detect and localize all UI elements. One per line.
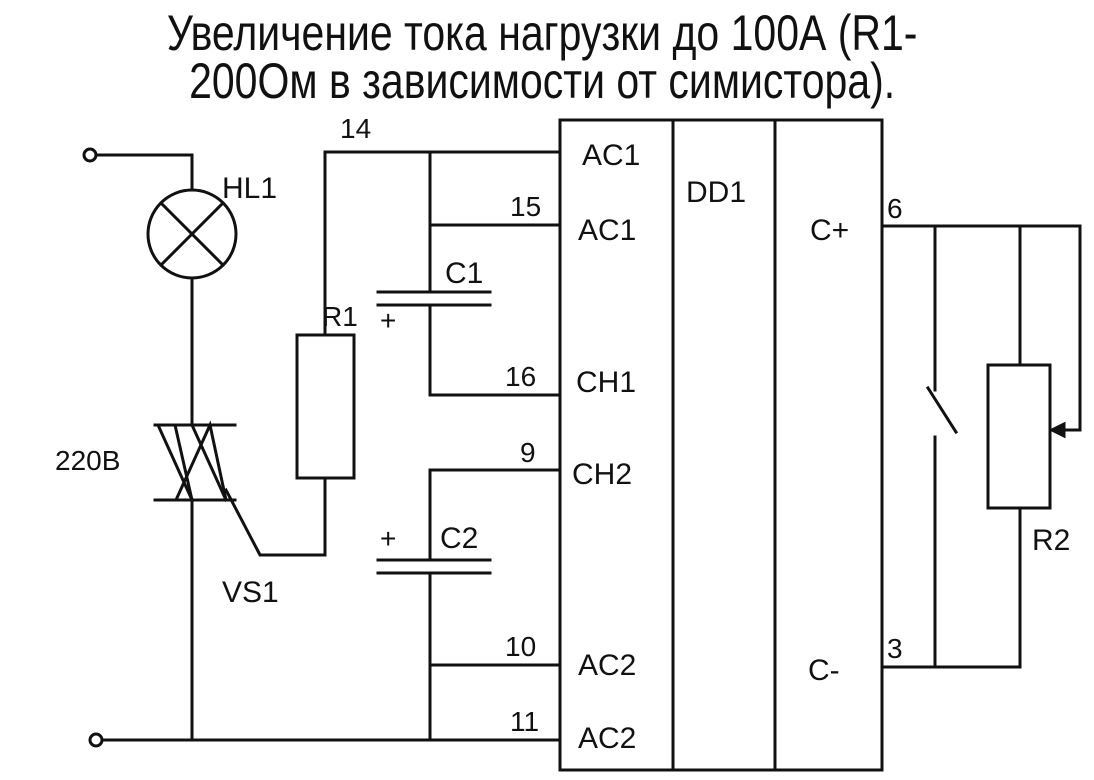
pin-label-ac2-a: AC2: [578, 649, 636, 682]
diagram-title-line-2: 200Ом в зависимости от симистора).: [189, 53, 896, 109]
capacitor-c2-plus: +: [380, 523, 396, 554]
sensor-switch: [880, 224, 1082, 669]
capacitor-c2-label: C2: [440, 522, 478, 555]
pin-label-c-plus: C+: [810, 214, 849, 247]
variable-resistor-r2-label: R2: [1032, 524, 1070, 557]
mains-terminal-top: [82, 147, 194, 190]
variable-resistor-r2: [986, 224, 1082, 669]
pin-number-3: 3: [887, 633, 903, 664]
lamp-hl1: [146, 188, 238, 427]
capacitor-c1: [376, 150, 562, 397]
triac-label: VS1: [222, 576, 279, 609]
pin-number-11: 11: [510, 706, 539, 737]
pin-number-16: 16: [505, 361, 536, 392]
pin-number-6: 6: [887, 193, 903, 224]
supply-voltage-label: 220В: [55, 445, 120, 476]
chip-dd1-label: DD1: [686, 176, 746, 209]
diagram-title-line-1: Увеличение тока нагрузки до 100А (R1-: [166, 5, 918, 61]
pin-label-ac2-b: AC2: [578, 722, 636, 755]
resistor-r1-label: R1: [322, 301, 358, 332]
pin-label-ac1-b: AC1: [578, 214, 636, 247]
capacitor-c1-label: C1: [445, 257, 483, 290]
pin-number-9: 9: [520, 437, 536, 468]
pin-label-c-minus: C-: [808, 654, 840, 687]
triac-vs1: [153, 420, 327, 742]
pin-label-ac1-a: AC1: [582, 139, 640, 172]
lamp-label: HL1: [222, 172, 277, 205]
resistor-r1: [295, 150, 562, 480]
capacitor-c1-plus: +: [380, 305, 396, 336]
chip-dd1: [558, 118, 884, 772]
pin-label-ch2: CH2: [572, 458, 632, 491]
mains-terminal-bottom: [88, 732, 562, 748]
pin-number-15: 15: [510, 191, 541, 222]
capacitor-c2: [376, 468, 562, 742]
pin-number-14: 14: [340, 113, 371, 144]
pin-label-ch1: CH1: [576, 366, 636, 399]
pin-number-10: 10: [505, 631, 536, 662]
